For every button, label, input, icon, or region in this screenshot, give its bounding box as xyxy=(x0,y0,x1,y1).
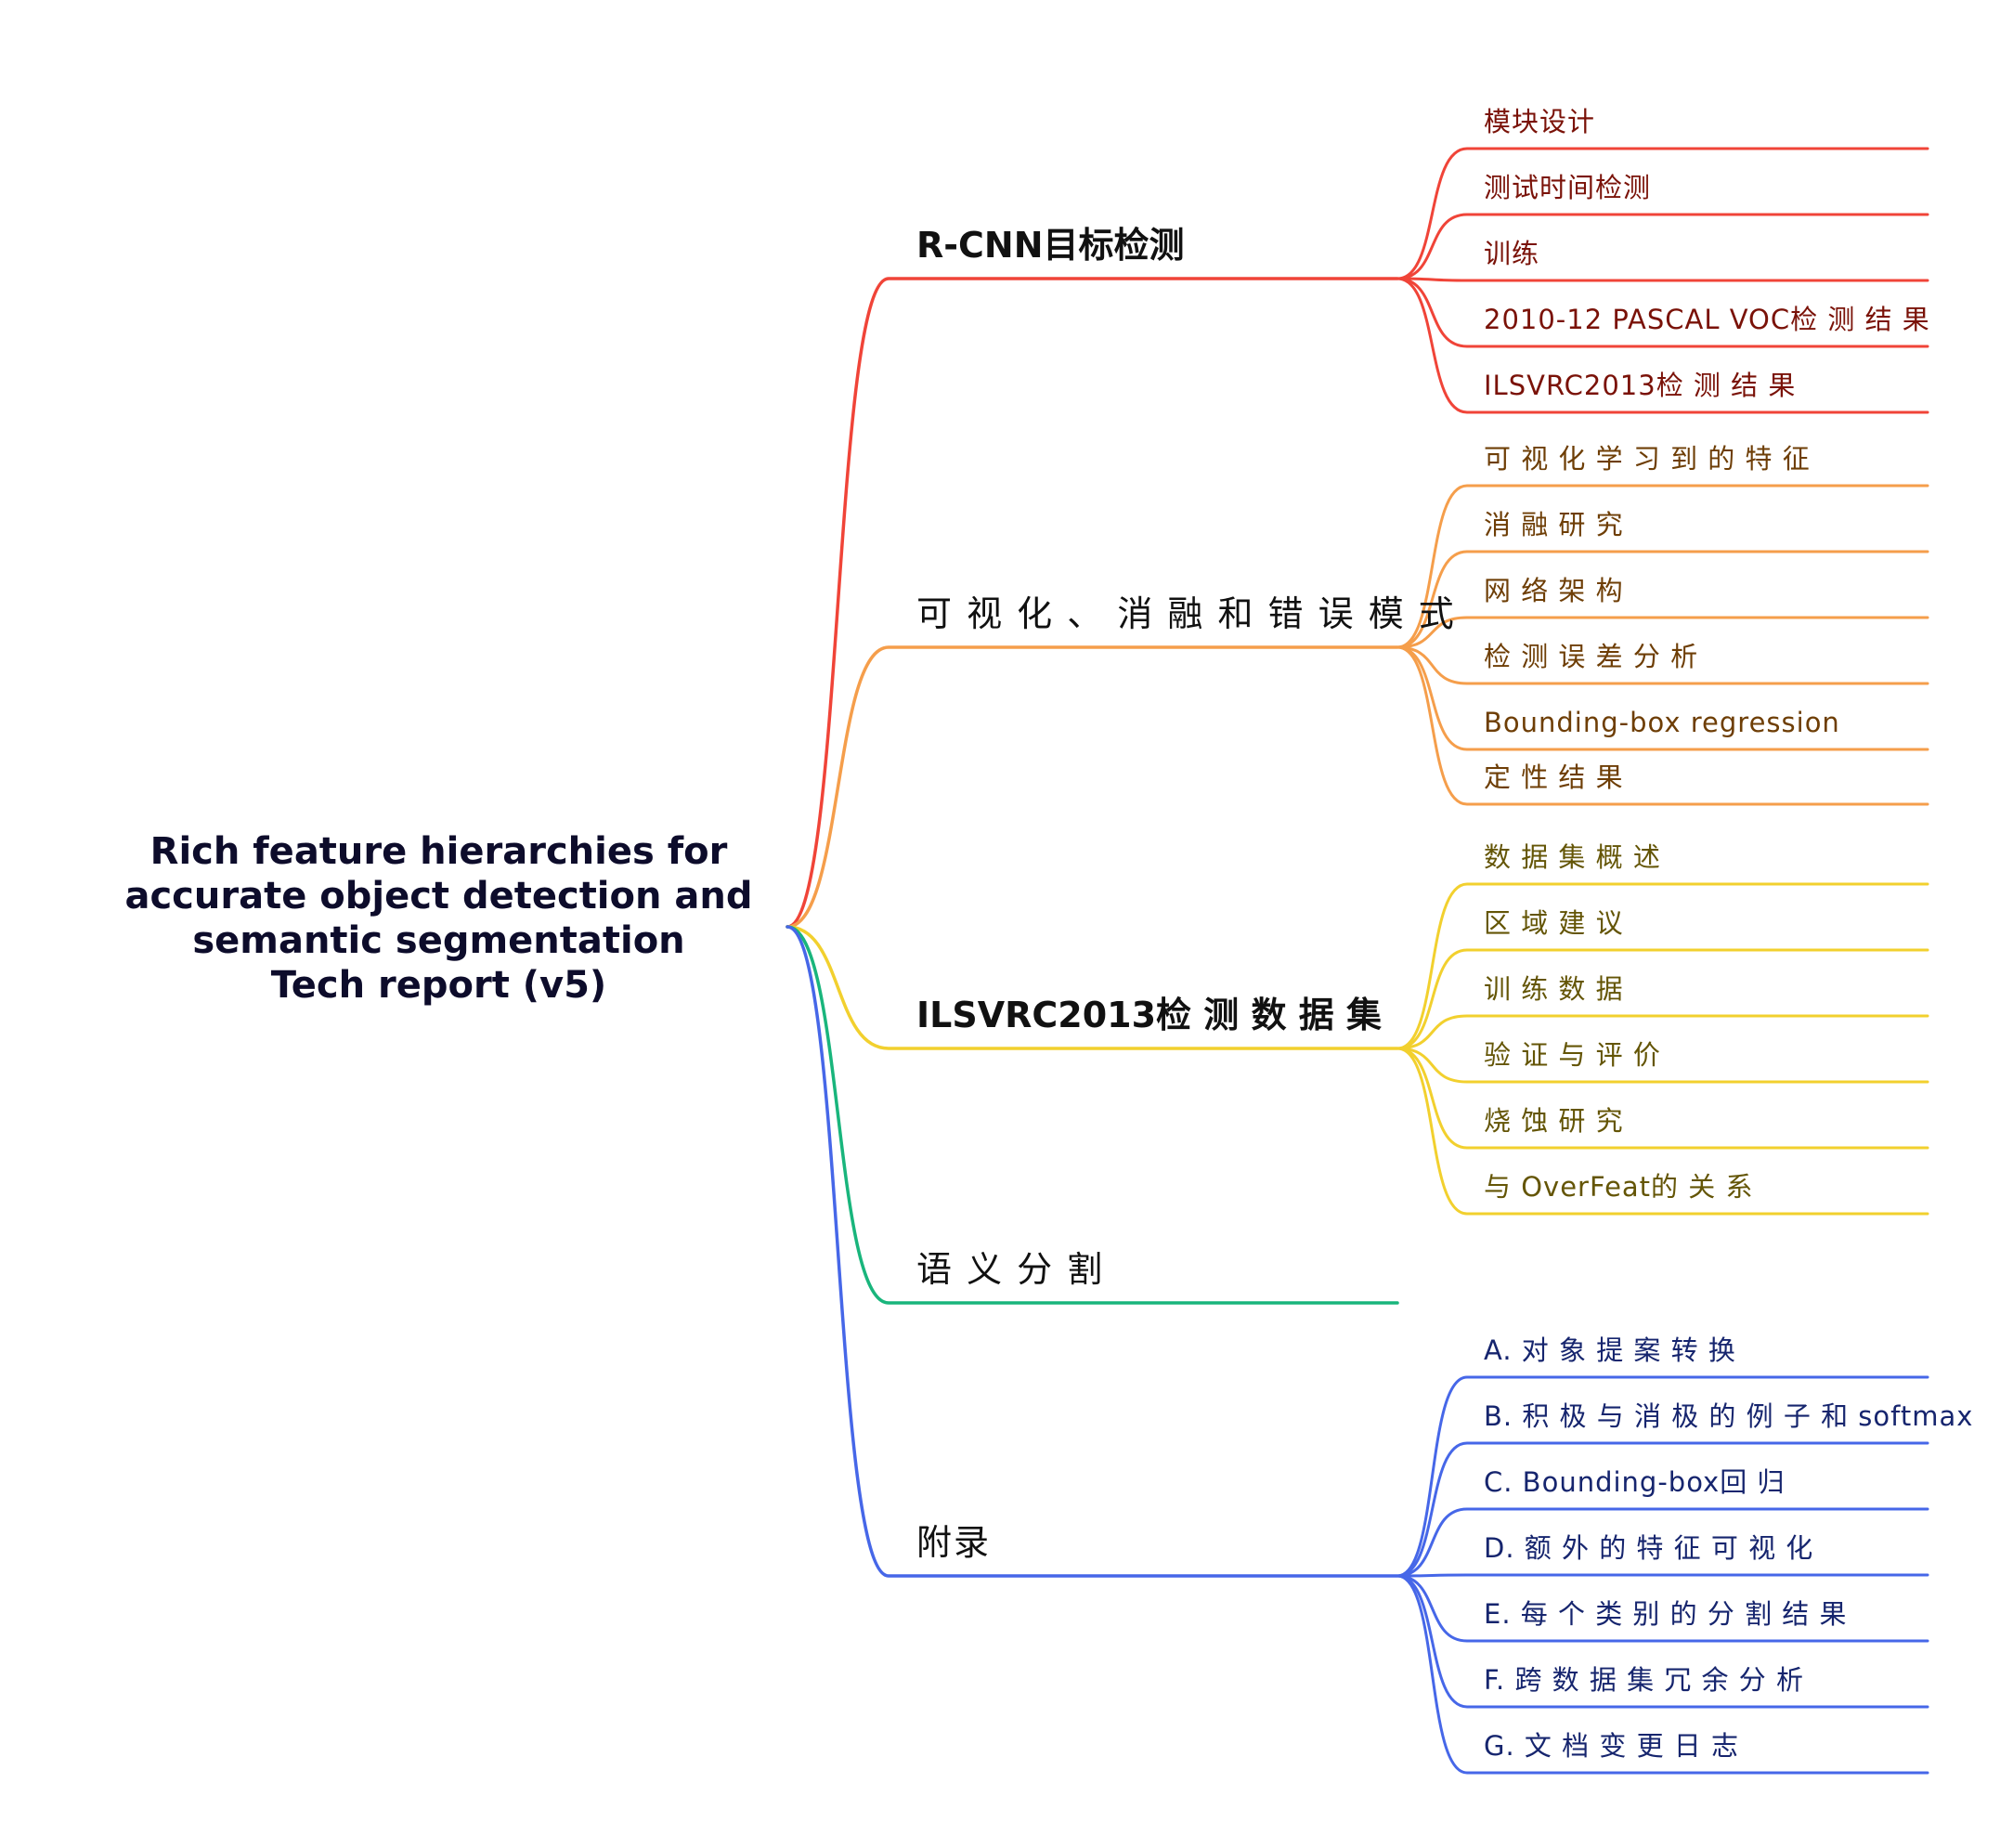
connector-line xyxy=(1396,277,1929,348)
leaf-3-6[interactable]: 与 OverFeat的 关 系 xyxy=(1484,1171,1754,1203)
branch-label-5[interactable]: 附录 xyxy=(916,1522,992,1563)
root-title-line-2: accurate object detection and xyxy=(124,875,753,917)
connector-line xyxy=(1396,1014,1929,1050)
connector-line xyxy=(786,925,1399,1305)
leaf-1-5[interactable]: ILSVRC2013检 测 结 果 xyxy=(1484,370,1797,401)
leaf-5-1[interactable]: A. 对 象 提 案 转 换 xyxy=(1484,1334,1736,1366)
connector-line xyxy=(1396,550,1929,649)
connector-line xyxy=(786,645,1399,929)
leaf-1-3[interactable]: 训练 xyxy=(1484,238,1540,269)
connector-line xyxy=(1396,645,1929,806)
leaf-3-3[interactable]: 训 练 数 据 xyxy=(1484,973,1624,1005)
branch-label-1[interactable]: R-CNN目标检测 xyxy=(916,225,1185,266)
leaf-2-5[interactable]: Bounding-box regression xyxy=(1484,707,1840,738)
connector-line xyxy=(1396,277,1929,282)
leaf-5-3[interactable]: C. Bounding-box回 归 xyxy=(1484,1466,1786,1498)
leaf-5-2[interactable]: B. 积 极 与 消 极 的 例 子 和 softmax xyxy=(1484,1400,1974,1432)
connector-line xyxy=(1396,1574,1929,1643)
leaf-2-3[interactable]: 网 络 架 构 xyxy=(1484,575,1624,606)
leaf-2-1[interactable]: 可 视 化 学 习 到 的 特 征 xyxy=(1484,443,1811,475)
connector-line xyxy=(1396,645,1929,751)
connector-line xyxy=(1396,1441,1929,1578)
connector-line xyxy=(1396,1047,1929,1150)
connector-line xyxy=(1396,1507,1929,1578)
connector-line xyxy=(1396,645,1929,685)
connector-line xyxy=(786,925,1399,1578)
connector-line xyxy=(1396,484,1929,649)
leaf-2-6[interactable]: 定 性 结 果 xyxy=(1484,761,1624,793)
connector-line xyxy=(1396,147,1929,280)
leaf-5-4[interactable]: D. 额 外 的 特 征 可 视 化 xyxy=(1484,1532,1814,1564)
connector-line xyxy=(1396,213,1929,280)
leaf-1-1[interactable]: 模块设计 xyxy=(1484,106,1596,137)
branch-label-3[interactable]: ILSVRC2013检 测 数 据 集 xyxy=(916,995,1382,1035)
connector-line xyxy=(1396,616,1929,649)
connector-line xyxy=(1396,1375,1929,1578)
leaf-3-2[interactable]: 区 域 建 议 xyxy=(1484,907,1624,939)
leaf-3-5[interactable]: 烧 蚀 研 究 xyxy=(1484,1105,1624,1137)
connector-line xyxy=(1396,882,1929,1050)
connector-line xyxy=(786,277,1399,929)
leaf-3-1[interactable]: 数 据 集 概 述 xyxy=(1484,841,1661,873)
root-title-line-4: Tech report (v5) xyxy=(270,964,607,1007)
leaf-2-2[interactable]: 消 融 研 究 xyxy=(1484,509,1624,540)
connector-line xyxy=(1396,1574,1929,1775)
leaf-5-7[interactable]: G. 文 档 变 更 日 志 xyxy=(1484,1730,1740,1762)
leaf-2-4[interactable]: 检 测 误 差 分 析 xyxy=(1484,641,1699,672)
connector-line xyxy=(1396,1573,1929,1578)
connector-line xyxy=(1396,948,1929,1050)
connector-line xyxy=(1396,1047,1929,1084)
leaf-5-6[interactable]: F. 跨 数 据 集 冗 余 分 析 xyxy=(1484,1664,1804,1696)
root-title-line-1: Rich feature hierarchies for xyxy=(149,830,728,873)
root-node[interactable]: Rich feature hierarchies for accurate ob… xyxy=(93,829,785,1008)
connector-line xyxy=(1396,1047,1929,1216)
leaf-1-4[interactable]: 2010-12 PASCAL VOC检 测 结 果 xyxy=(1484,304,1930,335)
root-title-line-3: semantic segmentation xyxy=(192,919,685,962)
connector-line xyxy=(1396,1574,1929,1709)
connector-line xyxy=(1396,277,1929,414)
leaf-1-2[interactable]: 测试时间检测 xyxy=(1484,172,1652,203)
leaf-3-4[interactable]: 验 证 与 评 价 xyxy=(1484,1039,1661,1071)
connector-line xyxy=(786,925,1399,1050)
branch-label-2[interactable]: 可 视 化 、 消 融 和 错 误 模 式 xyxy=(916,593,1456,634)
branch-label-4[interactable]: 语 义 分 割 xyxy=(916,1249,1105,1290)
leaf-5-5[interactable]: E. 每 个 类 别 的 分 割 结 果 xyxy=(1484,1598,1848,1630)
